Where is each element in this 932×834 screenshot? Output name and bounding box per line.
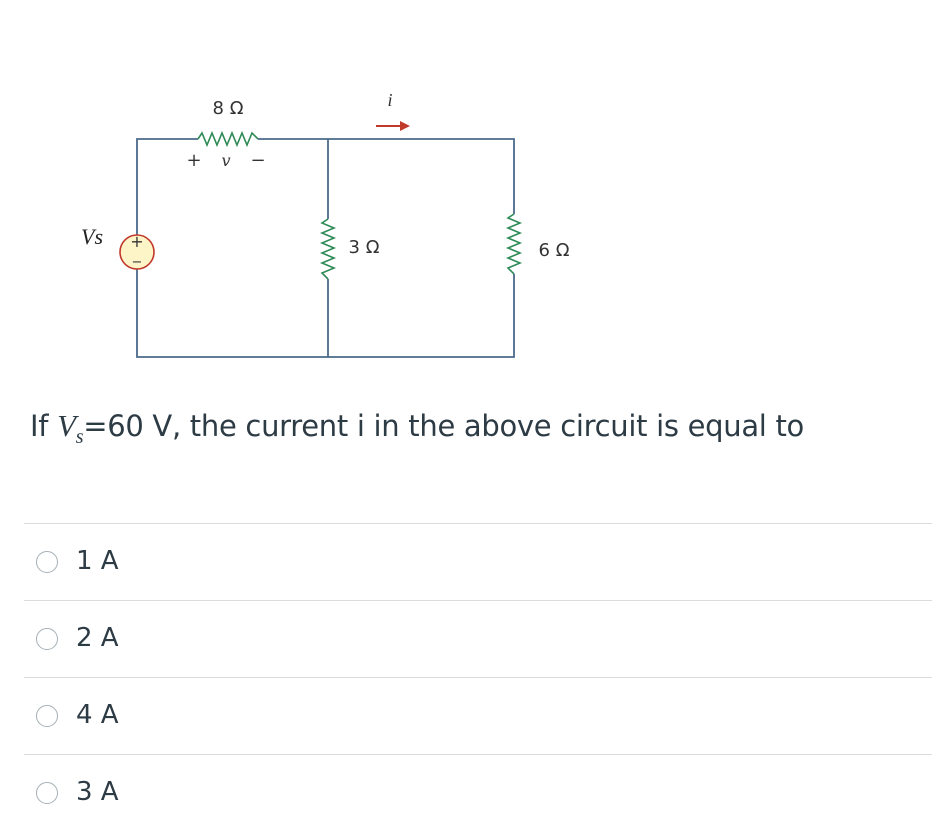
v-minus-label: − [250, 150, 265, 171]
voltage-source: + − [119, 232, 155, 270]
answer-label: 3 A [76, 777, 119, 807]
source-minus-sign: − [132, 255, 143, 270]
radio-button[interactable] [36, 551, 58, 573]
resistor-3-ohm [319, 218, 337, 280]
answer-option[interactable]: 4 A [24, 677, 932, 754]
r2-label: 3 Ω [349, 237, 380, 258]
v-plus-label: + [186, 150, 201, 171]
circuit-diagram: + − Vs 8 Ω 3 Ω 6 Ω + v − i [81, 90, 570, 358]
radio-button[interactable] [36, 628, 58, 650]
answer-option[interactable]: 3 A [24, 754, 932, 831]
question-body: =60 V, the current i in the above circui… [83, 409, 804, 443]
answer-label: 1 A [76, 546, 119, 576]
resistor-8-ohm [197, 130, 259, 148]
source-label: Vs [81, 224, 103, 249]
question-text: If Vs=60 V, the current i in the above c… [30, 408, 804, 449]
current-label: i [387, 90, 392, 110]
question-variable: Vs [57, 408, 84, 449]
resistor-6-ohm [505, 213, 523, 275]
source-plus-sign: + [130, 232, 143, 251]
answer-option[interactable]: 1 A [24, 523, 932, 600]
question-prefix: If [30, 409, 58, 443]
r1-label: 8 Ω [213, 98, 244, 119]
answer-options: 1 A 2 A 4 A 3 A [24, 523, 932, 831]
answer-label: 2 A [76, 623, 119, 653]
radio-button[interactable] [36, 705, 58, 727]
r3-label: 6 Ω [539, 240, 570, 261]
v-label: v [221, 151, 230, 170]
radio-button[interactable] [36, 782, 58, 804]
answer-label: 4 A [76, 700, 119, 730]
answer-option[interactable]: 2 A [24, 600, 932, 677]
wires [136, 138, 515, 358]
current-arrow-icon [376, 121, 410, 131]
